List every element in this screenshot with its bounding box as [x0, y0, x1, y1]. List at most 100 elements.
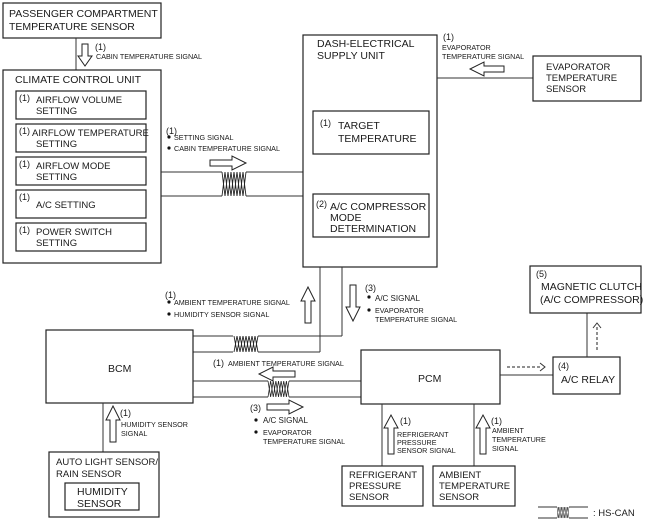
refrigerant-sensor-label-1: REFRIGERANT	[349, 470, 417, 481]
ac-compressor-mode-box: (2) A/C COMPRESSOR MODE DETERMINATION	[312, 193, 430, 238]
bcm-dash-signal-item-2: HUMIDITY SENSOR SIGNAL	[174, 310, 269, 319]
humidity-sensor-label-1: HUMIDITY	[77, 486, 128, 498]
passenger-sensor-label-1: PASSENGER COMPARTMENT	[9, 8, 158, 20]
ambient-sensor-label-1: AMBIENT	[439, 470, 481, 481]
evaporator-temperature-sensor-box: EVAPORATOR TEMPERATURE SENSOR	[532, 55, 642, 102]
ambient-signal-label-3: SIGNAL	[492, 444, 518, 453]
ccu-setting-label: SETTING	[36, 106, 77, 117]
evaporator-signal-label-1: EVAPORATOR	[442, 43, 491, 52]
pcm-box: PCM	[360, 349, 501, 405]
humidity-signal-arrow	[105, 404, 121, 443]
ac-compressor-mode-label-1: A/C COMPRESSOR	[330, 201, 427, 213]
dash-unit-label-2: SUPPLY UNIT	[317, 50, 385, 62]
magnetic-clutch-label-2: (A/C COMPRESSOR)	[540, 294, 643, 306]
pcm-bcm-signal-num: (1)	[213, 358, 224, 368]
ac-relay-box: (4) A/C RELAY	[552, 356, 621, 395]
ambient-sensor-label-3: SENSOR	[439, 492, 479, 503]
ccu-setting-label: SETTING	[36, 139, 77, 150]
dash-bcm-signal-num: (3)	[365, 283, 376, 293]
dash-bcm-signal-item-3: TEMPERATURE SIGNAL	[375, 315, 457, 324]
refrigerant-sensor-label-3: SENSOR	[349, 492, 389, 503]
ambient-signal-num: (1)	[491, 416, 502, 426]
bcm-pcm-signal-item-2: EVAPORATOR	[263, 428, 312, 437]
climate-control-unit-label: CLIMATE CONTROL UNIT	[15, 74, 142, 86]
humidity-signal-label-2: SIGNAL	[121, 429, 147, 438]
bcm-pcm-signal-item-1: A/C SIGNAL	[263, 416, 308, 425]
auto-light-sensor-label-1: AUTO LIGHT SENSOR/	[56, 457, 158, 468]
evaporator-sensor-label-2: TEMPERATURE	[546, 73, 617, 84]
hs-can-legend: : HS-CAN	[538, 506, 635, 519]
hs-can-twist-bcm-pcm	[267, 380, 290, 398]
dash-electrical-supply-unit-box: DASH-ELECTRICAL SUPPLY UNIT (1) TARGET T…	[302, 34, 438, 268]
cabin-signal-arrow	[77, 43, 93, 67]
evaporator-signal-label-2: TEMPERATURE SIGNAL	[442, 52, 524, 61]
bcm-dash-signal-num: (1)	[165, 290, 176, 300]
bcm-dash-signal-arrow	[300, 285, 316, 324]
ccu-setting-num: (1)	[19, 126, 30, 136]
refrigerant-signal-label-2: PRESSURE	[397, 438, 437, 447]
evaporator-sensor-label-1: EVAPORATOR	[546, 62, 611, 73]
auto-light-sensor-label-2: RAIN SENSOR	[56, 469, 122, 480]
ccu-dash-signal-item-1: SETTING SIGNAL	[174, 133, 234, 142]
evaporator-sensor-label-3: SENSOR	[546, 84, 586, 95]
ambient-signal-label-1: AMBIENT	[492, 426, 525, 435]
hs-can-legend-label: : HS-CAN	[593, 508, 635, 519]
passenger-compartment-sensor-box: PASSENGER COMPARTMENT TEMPERATURE SENSOR	[2, 2, 162, 39]
ccu-dash-signal-item-2: CABIN TEMPERATURE SIGNAL	[174, 144, 280, 153]
ccu-setting-num: (1)	[19, 93, 30, 103]
refrigerant-signal-label-1: REFRIGERANT	[397, 430, 449, 439]
ccu-setting-num: (1)	[19, 225, 30, 235]
bcm-box: BCM	[45, 329, 194, 404]
hs-can-twist-bcm-dash	[233, 335, 259, 353]
target-temperature-box: (1) TARGET TEMPERATURE	[312, 110, 430, 155]
refrigerant-sensor-label-2: PRESSURE	[349, 481, 401, 492]
bcm-dash-signal-item-1: AMBIENT TEMPERATURE SIGNAL	[174, 298, 290, 307]
ccu-setting-label: A/C SETTING	[36, 200, 96, 211]
pcm-bcm-signal-label: AMBIENT TEMPERATURE SIGNAL	[228, 359, 344, 368]
dash-unit-label-1: DASH-ELECTRICAL	[317, 38, 415, 50]
evaporator-signal-arrow	[468, 61, 505, 77]
ccu-setting-label: AIRFLOW TEMPERATURE	[32, 128, 149, 139]
target-temperature-num: (1)	[320, 118, 331, 128]
hs-can-twist-ccu-dash	[221, 171, 247, 197]
climate-control-unit-box: CLIMATE CONTROL UNIT (1)AIRFLOW VOLUMESE…	[2, 69, 162, 264]
cabin-signal-label: CABIN TEMPERATURE SIGNAL	[96, 52, 202, 61]
magnetic-clutch-box: (5) MAGNETIC CLUTCH (A/C COMPRESSOR)	[529, 265, 643, 314]
dash-bcm-signal-item-1: A/C SIGNAL	[375, 294, 420, 303]
humidity-sensor-box: HUMIDITY SENSOR	[64, 482, 140, 511]
pcm-label: PCM	[418, 373, 441, 385]
ccu-setting-label: AIRFLOW VOLUME	[36, 95, 122, 106]
ccu-setting-num: (1)	[19, 159, 30, 169]
bcm-pcm-signal-item-3: TEMPERATURE SIGNAL	[263, 437, 345, 446]
ac-compressor-mode-num: (2)	[316, 199, 327, 209]
humidity-signal-label-1: HUMIDITY SENSOR	[121, 420, 188, 429]
target-temperature-label-2: TEMPERATURE	[338, 133, 417, 145]
ccu-setting-num: (1)	[19, 192, 30, 202]
pcm-bcm-signal-arrow	[257, 366, 296, 382]
ac-relay-label: A/C RELAY	[561, 374, 615, 386]
ccu-setting-label: SETTING	[36, 238, 77, 249]
passenger-sensor-label-2: TEMPERATURE SENSOR	[9, 21, 135, 33]
ccu-setting-label: AIRFLOW MODE	[36, 161, 110, 172]
ambient-signal-label-2: TEMPERATURE	[492, 435, 546, 444]
ambient-temperature-sensor-box: AMBIENT TEMPERATURE SENSOR	[432, 465, 516, 507]
humidity-sensor-label-2: SENSOR	[77, 498, 122, 510]
ac-compressor-mode-label-2: MODE	[330, 212, 362, 224]
ac-compressor-mode-label-3: DETERMINATION	[330, 223, 416, 235]
refrigerant-pressure-sensor-box: REFRIGERANT PRESSURE SENSOR	[341, 465, 424, 507]
ccu-setting-box: (1) A/C SETTING	[15, 189, 147, 219]
ac-relay-num: (4)	[558, 361, 569, 371]
refrigerant-signal-arrow	[383, 413, 399, 455]
dash-bcm-signal-item-2: EVAPORATOR	[375, 306, 424, 315]
bcm-label: BCM	[108, 363, 131, 375]
ccu-dash-signal-arrow	[209, 155, 248, 171]
bcm-pcm-signal-num: (3)	[250, 403, 261, 413]
ccu-dash-signal-num: (1)	[166, 126, 177, 136]
ccu-setting-label: POWER SWITCH	[36, 227, 112, 238]
magnetic-clutch-label-1: MAGNETIC CLUTCH	[541, 281, 642, 293]
target-temperature-label-1: TARGET	[338, 120, 380, 132]
